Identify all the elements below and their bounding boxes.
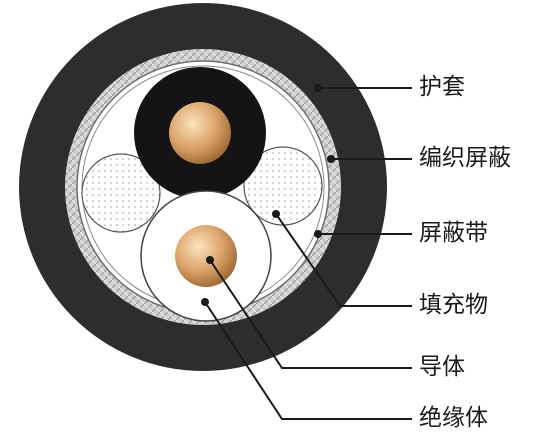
label-filler: 填充物 (419, 292, 488, 318)
leader-lines (204, 87, 412, 420)
label-shield-tape: 屏蔽带 (419, 220, 488, 246)
label-braided-shield: 编织屏蔽 (419, 145, 511, 171)
leader-filler (275, 213, 412, 307)
label-insulation: 绝缘体 (419, 405, 488, 431)
dot-shield-tape (314, 230, 322, 238)
conductor-top (169, 102, 231, 164)
dot-insulation (201, 298, 209, 306)
label-conductor: 导体 (419, 354, 465, 380)
leader-insulation (204, 301, 412, 420)
dot-filler (272, 210, 280, 218)
conductor-bottom (175, 225, 237, 287)
filler-left (81, 153, 161, 233)
dot-conductor (206, 256, 214, 264)
dot-sheath (314, 84, 322, 92)
label-sheath: 护套 (419, 74, 465, 100)
leader-conductor (209, 259, 412, 369)
leader-dots (201, 84, 335, 306)
dot-braided-shield (327, 155, 335, 163)
